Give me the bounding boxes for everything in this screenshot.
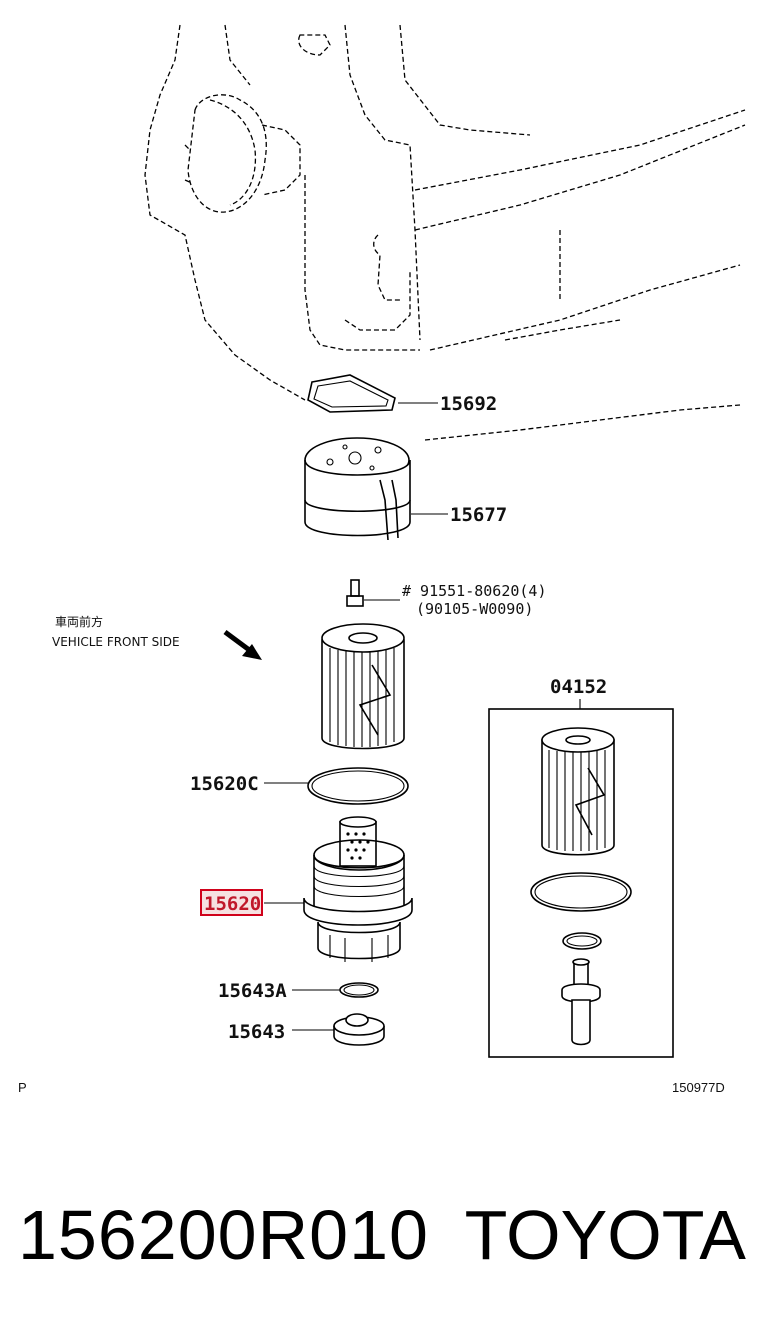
- label-15677: 15677: [450, 504, 507, 526]
- gasket-15692: [307, 374, 438, 413]
- label-15643: 15643: [228, 1021, 285, 1043]
- engine-block-outline: [144, 24, 746, 441]
- label-04152: 04152: [550, 676, 607, 698]
- parts-diagram: 15692 15677 # 91551-80620(4) (90105-W009…: [18, 24, 746, 1095]
- highlight-box-15620: [200, 889, 263, 916]
- label-15620[interactable]: 15620: [204, 893, 261, 915]
- kit-box-04152: [488, 699, 674, 1058]
- part-number: 156200R010: [18, 1196, 429, 1274]
- label-15620C: 15620C: [190, 773, 259, 795]
- brand-name: TOYOTA: [464, 1196, 746, 1274]
- o-ring-15620C: [264, 767, 409, 805]
- o-ring-15643A: [292, 982, 379, 998]
- corner-code-left: P: [18, 1080, 27, 1095]
- front-direction-arrow-icon: [223, 629, 262, 660]
- filter-element: [321, 623, 405, 750]
- filter-cover-15677: [304, 437, 448, 541]
- label-bolt-part: # 91551-80620(4): [402, 582, 547, 600]
- label-15692: 15692: [440, 393, 497, 415]
- footer: 156200R010 TOYOTA: [0, 1180, 760, 1290]
- vehicle-front-note-en: VEHICLE FRONT SIDE: [52, 635, 180, 649]
- label-bolt-alt: (90105-W0090): [416, 600, 533, 618]
- filter-cap-15620: [264, 816, 413, 962]
- label-15643A: 15643A: [218, 980, 287, 1002]
- drain-plug-15643: [292, 1013, 385, 1046]
- bolt: [346, 579, 400, 607]
- diagram-code: 150977D: [672, 1080, 725, 1095]
- vehicle-front-note-jp: 車両前方: [55, 614, 103, 629]
